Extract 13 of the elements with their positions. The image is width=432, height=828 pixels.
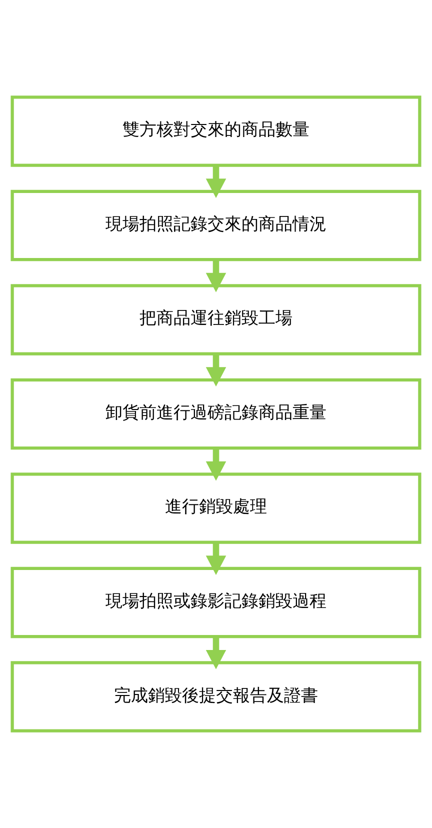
node-box: 完成銷毀後提交報告及證書 xyxy=(10,661,422,732)
node-box: 把商品運往銷毀工場 xyxy=(10,284,422,356)
arrow xyxy=(206,354,226,386)
node-box: 卸貨前進行過磅記錄商品重量 xyxy=(10,378,422,450)
arrow xyxy=(206,448,226,481)
node-box: 現場拍照記錄交來的商品情況 xyxy=(10,190,422,262)
node-box: 雙方核對交來的商品數量 xyxy=(10,96,422,167)
arrow xyxy=(206,166,226,198)
arrow xyxy=(206,542,226,576)
arrow xyxy=(206,636,226,670)
node-box: 現場拍照或錄影記錄銷毀過程 xyxy=(10,566,422,638)
arrow xyxy=(206,260,226,292)
node-box: 進行銷毀處理 xyxy=(10,472,422,544)
